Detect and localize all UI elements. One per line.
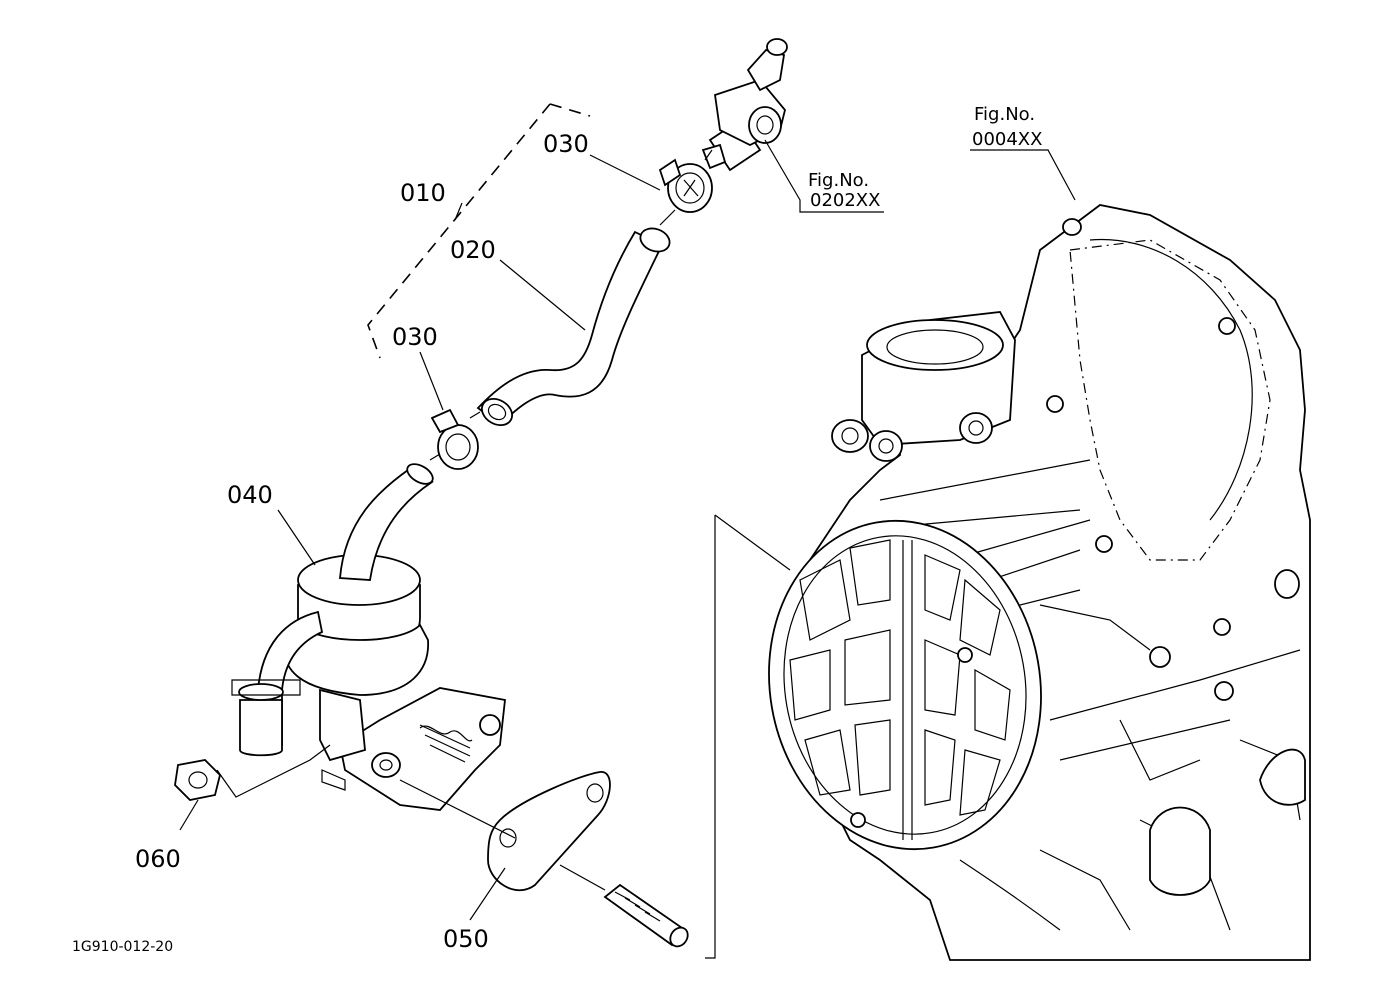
engine-block: [768, 204, 1311, 961]
callout-060: 060: [135, 845, 181, 873]
stud-bolt: [603, 883, 689, 948]
figref-upper-number: 0202XX: [810, 190, 880, 211]
gasket-050: [487, 771, 611, 892]
callout-030-lower: 030: [392, 323, 438, 351]
figref-upper-label: Fig.No.: [808, 170, 869, 191]
hose-clamp-030-lower: [430, 408, 479, 470]
figref-engine-number: 0004XX: [972, 129, 1042, 150]
banjo-fitting: [701, 38, 788, 172]
fuel-hose-020: [476, 227, 671, 427]
callout-050: 050: [443, 925, 489, 953]
callout-030-upper: 030: [543, 130, 589, 158]
nut-060: [174, 759, 221, 801]
round-cover-plate: [768, 519, 1042, 851]
fuel-pump-040: [231, 463, 506, 811]
figref-engine-label: Fig.No.: [974, 104, 1035, 125]
drawing-id: 1G910-012-20: [72, 939, 173, 955]
callout-040: 040: [227, 481, 273, 509]
callout-010: 010: [400, 179, 446, 207]
hose-clamp-030-upper: [658, 158, 713, 213]
group-bracket-010: [367, 103, 591, 359]
callout-020: 020: [450, 236, 496, 264]
